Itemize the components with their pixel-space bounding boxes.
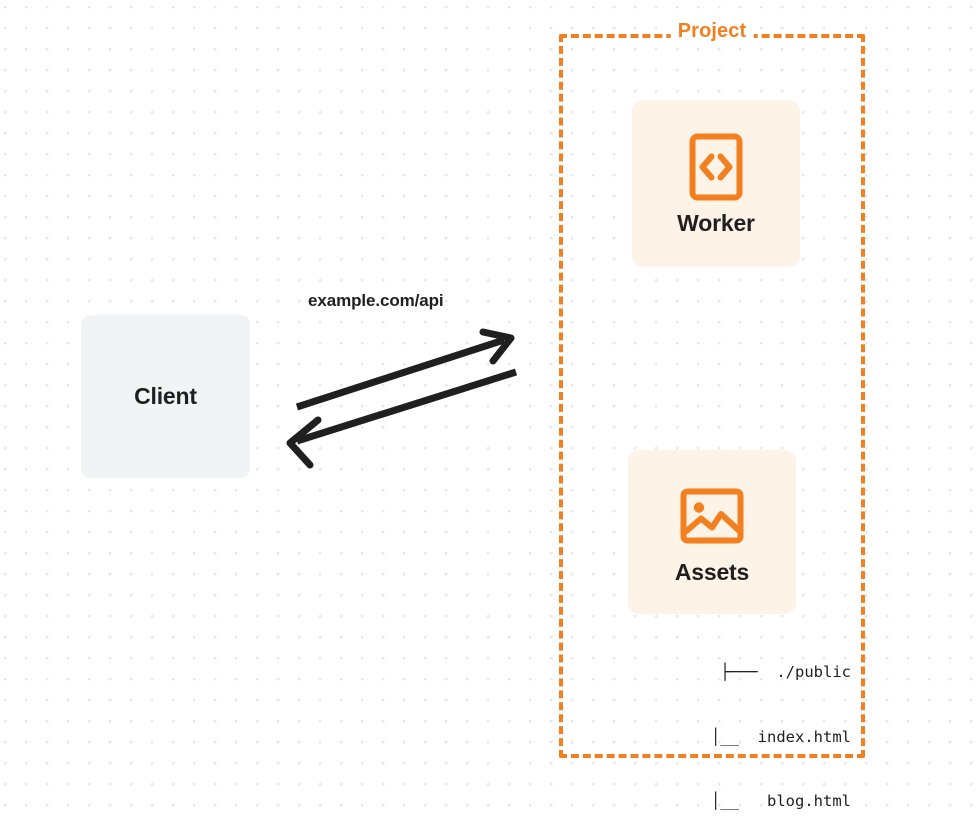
request-url-label: example.com/api xyxy=(308,291,444,310)
assets-file-tree: ├─── ./public │__ index.html │__ blog.ht… xyxy=(599,619,851,818)
request-arrow xyxy=(295,328,515,411)
worker-card-label: Worker xyxy=(677,210,755,236)
client-node[interactable]: Client xyxy=(81,315,250,478)
file-tree-line: ├─── ./public xyxy=(720,663,851,681)
worker-card[interactable]: Worker xyxy=(632,100,800,267)
project-group-label: Project xyxy=(670,20,754,43)
assets-card-label: Assets xyxy=(674,558,750,585)
client-node-label: Client xyxy=(134,383,197,409)
assets-card[interactable]: Assets xyxy=(628,450,796,614)
project-group: Project Worker Assets xyxy=(559,20,865,810)
response-arrow xyxy=(286,368,518,469)
file-tree-line: │__ index.html xyxy=(683,727,851,746)
code-brackets-icon xyxy=(688,130,744,204)
file-tree-line: │__ blog.html xyxy=(683,792,851,810)
image-icon xyxy=(679,479,745,553)
